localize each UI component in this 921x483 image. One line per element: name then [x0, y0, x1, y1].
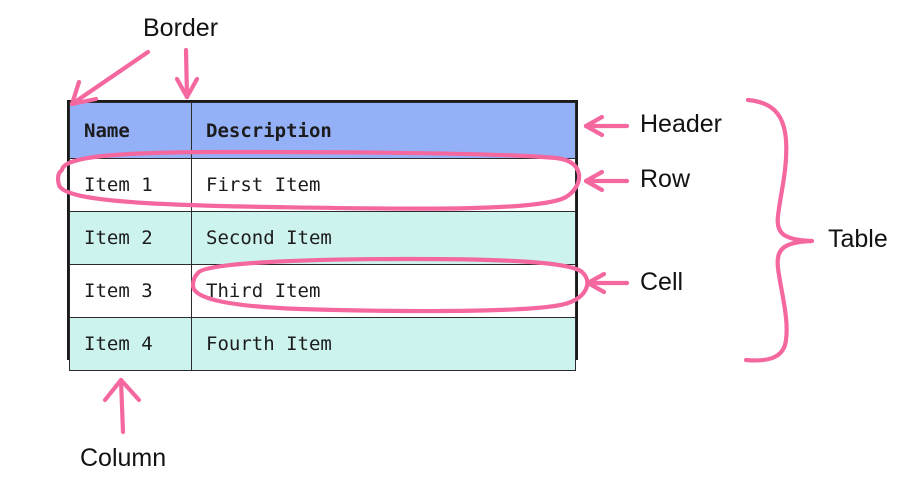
cell-name: Item 3 — [69, 264, 192, 318]
cell-name: Item 4 — [69, 317, 192, 371]
cell-description: Second Item — [191, 211, 576, 265]
row-arrow-icon — [583, 169, 630, 193]
annotation-label-cell: Cell — [640, 268, 684, 296]
column-header-description: Description — [191, 102, 576, 159]
annotation-label-table: Table — [828, 225, 888, 253]
demo-table: Name Description Item 1 First Item Item … — [69, 102, 576, 371]
table-row: Item 1 First Item — [69, 158, 576, 212]
table-body: Item 1 First Item Item 2 Second Item Ite… — [69, 158, 576, 371]
border-arrow-vertical-icon — [174, 47, 200, 100]
cell-description: Third Item — [191, 264, 576, 318]
cell-arrow-icon — [585, 271, 630, 295]
border-arrow-diagonal-icon — [69, 49, 151, 107]
table-row: Item 2 Second Item — [69, 211, 576, 265]
annotation-label-header: Header — [640, 110, 722, 138]
cell-description: Fourth Item — [191, 317, 576, 371]
column-header-name: Name — [69, 102, 192, 159]
annotation-label-column: Column — [80, 444, 167, 472]
table-header: Name Description — [69, 102, 576, 159]
header-arrow-icon — [583, 114, 630, 138]
table-header-row: Name Description — [69, 102, 576, 159]
table-row: Item 3 Third Item — [69, 264, 576, 318]
table-brace-icon — [743, 97, 815, 363]
annotation-label-row: Row — [640, 165, 691, 193]
cell-name: Item 2 — [69, 211, 192, 265]
cell-name: Item 1 — [69, 158, 192, 212]
column-arrow-icon — [102, 377, 142, 435]
demo-table-container: Name Description Item 1 First Item Item … — [67, 100, 578, 371]
table-row: Item 4 Fourth Item — [69, 317, 576, 371]
cell-description: First Item — [191, 158, 576, 212]
annotation-label-border: Border — [143, 14, 219, 42]
